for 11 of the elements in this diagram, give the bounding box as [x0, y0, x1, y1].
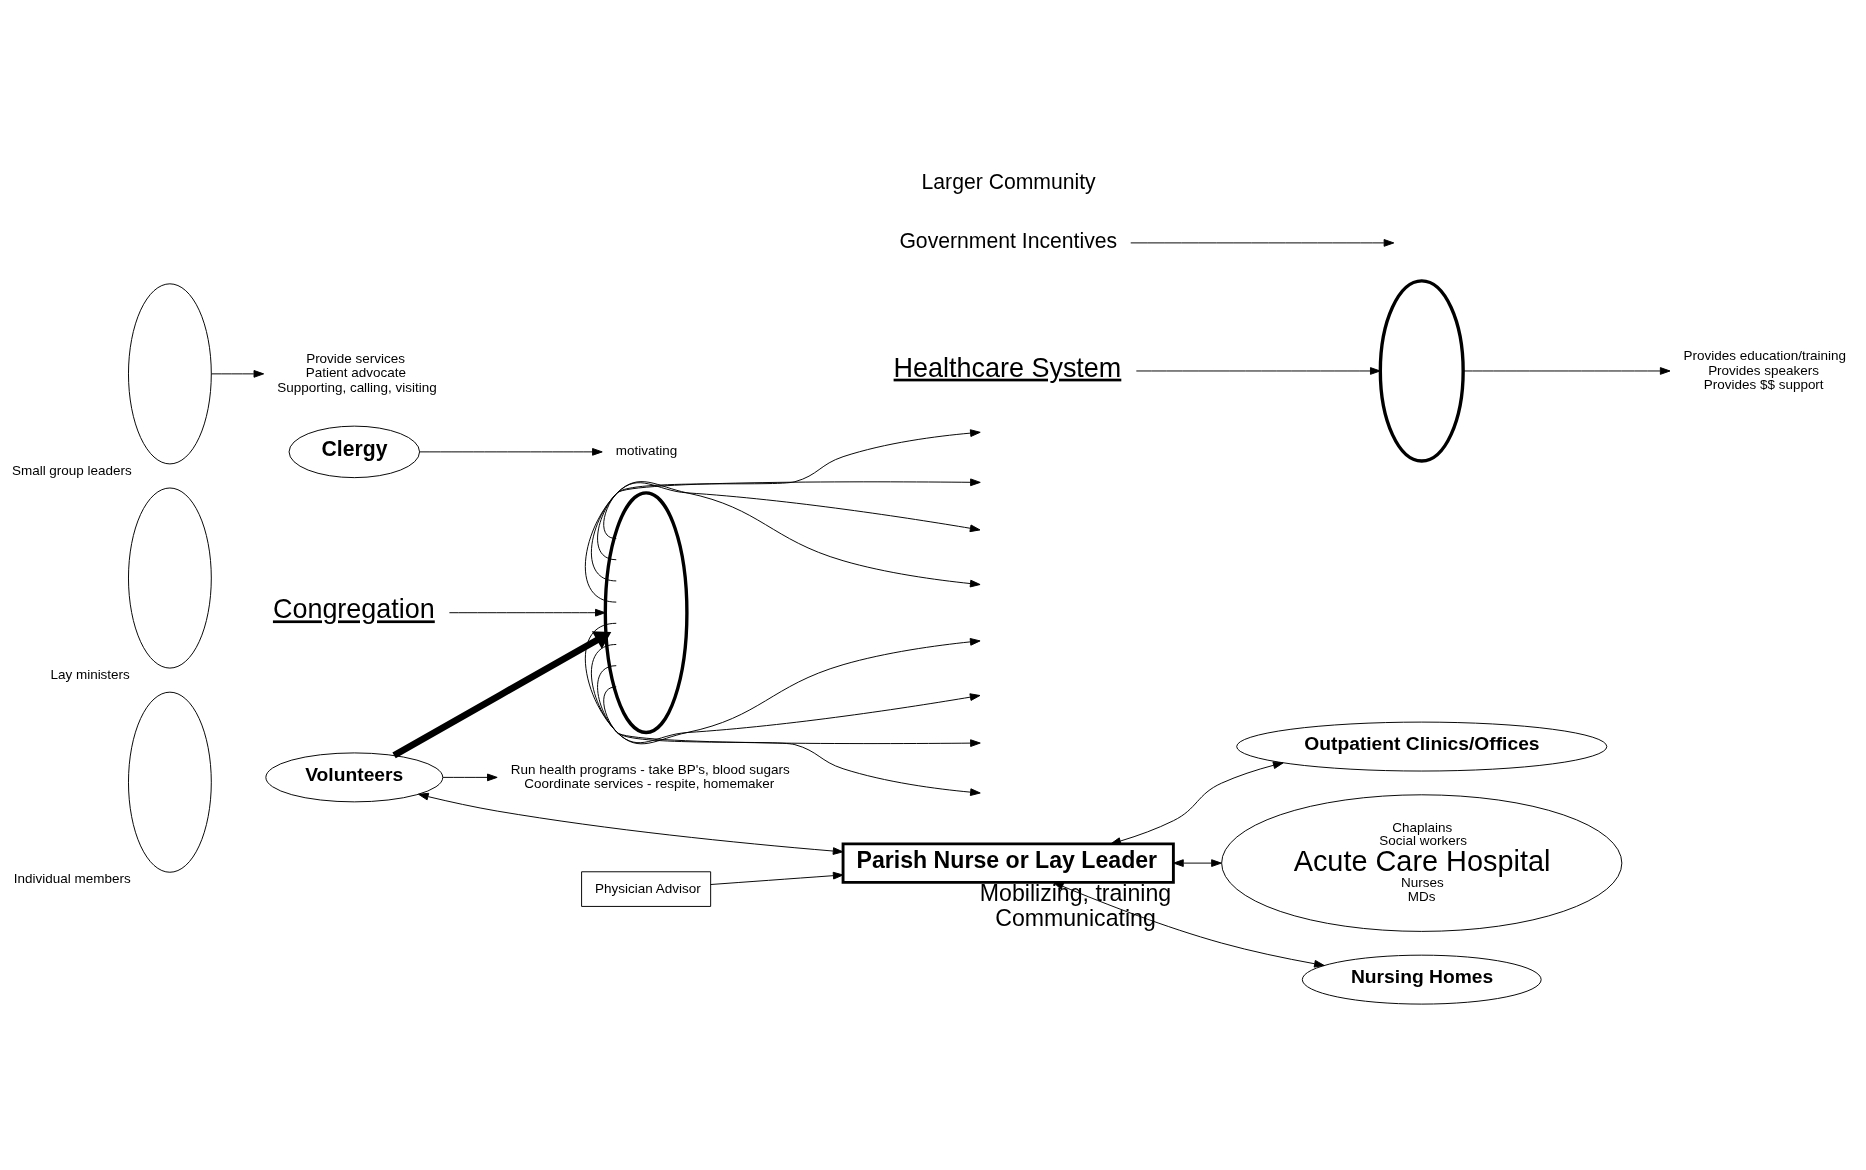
node-text: motivating — [615, 443, 678, 459]
label: Larger Community — [921, 169, 1096, 193]
node-text: Healthcare System — [893, 352, 1122, 383]
node-label: Individual members — [13, 871, 131, 887]
node-label: Small group leaders — [11, 462, 132, 478]
node-text: Run health programs - take BP's, blood sugars Coordinate services - respite, homemaker — [510, 761, 790, 792]
node-text: Provide services Patient advocate Supporting, calling, visiting — [277, 350, 437, 395]
node-text: Provides education/training Provides speakers Provides $$ support — [1683, 348, 1847, 392]
node-label: Lay ministers — [50, 666, 130, 682]
node-text: Government Incentives — [899, 229, 1118, 253]
node-text: Congregation — [272, 594, 435, 625]
